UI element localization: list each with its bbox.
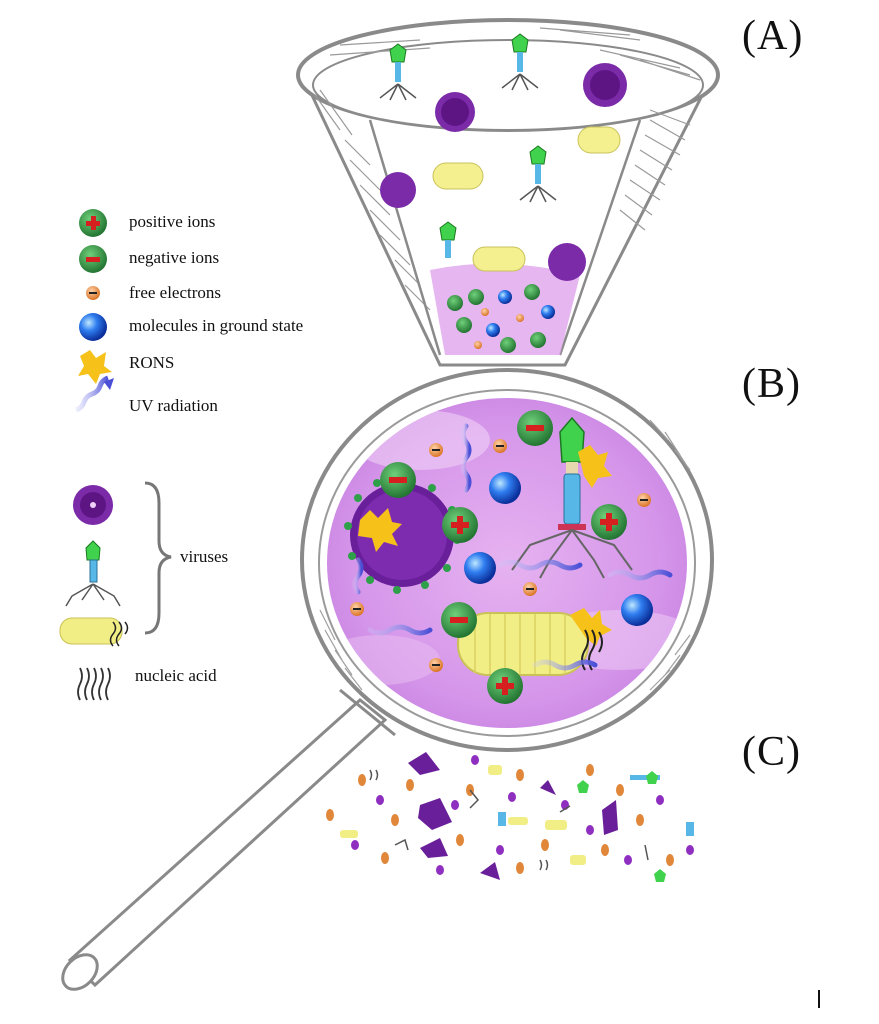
magnifier-handle [61,688,396,991]
positive-ion-icon [79,209,107,237]
electron-icon [86,286,100,300]
phage-virus [511,416,633,579]
spherical-virus-icon [73,485,113,525]
phage-icon [65,540,121,607]
free-electrons [350,439,651,672]
molecule-icon [79,313,107,341]
legend-free-electrons: free electrons [129,283,222,302]
uv-icon [75,375,114,413]
molecules [464,472,653,626]
rod-virus-icon [59,617,129,647]
legend-negative-ions: negative ions [129,248,220,267]
panel-label-a: (A) [742,13,804,59]
legend-rons: RONS [129,353,175,372]
legend-positive-ions: positive ions [129,212,216,231]
positive-ions [442,504,627,704]
nucleic-acid-icon [77,667,111,701]
spherical-virus [344,476,461,594]
magnifier-lens [300,368,714,752]
legend-uv: UV radiation [129,396,218,415]
uv-waves [352,423,673,671]
virus-fragments [326,752,694,882]
legend-icons [59,209,172,701]
legend-viruses: viruses [180,547,229,566]
negative-ion-icon [79,245,107,273]
rons-icon [78,350,112,384]
funnel-viruses [379,33,627,281]
legend-nucleic-acid: nucleic acid [135,666,217,685]
rod-virus [457,608,612,676]
legend-molecules: molecules in ground state [129,316,304,335]
funnel-particles [447,284,555,353]
negative-ions [380,410,553,638]
panel-label-c: (C) [742,729,801,775]
brace [144,481,172,635]
panel-label-b: (B) [742,361,801,407]
